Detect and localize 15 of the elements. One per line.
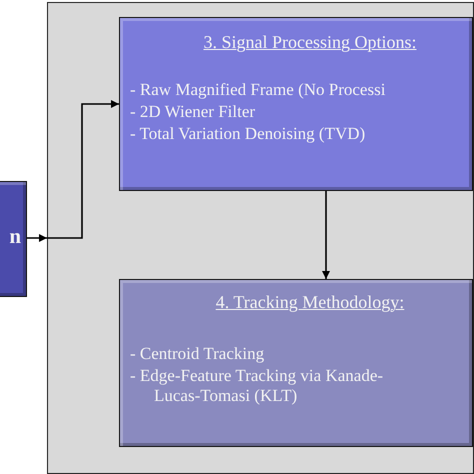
group-panel [47, 2, 474, 474]
list-item: - 2D Wiener Filter [130, 102, 256, 122]
process-box [119, 279, 473, 447]
list-item: - Edge-Feature Tracking via Kanade-Lucas-Tomasi (KLT) [130, 366, 384, 406]
process-box [119, 17, 473, 191]
box-heading: 3. Signal Processing Options: [202, 32, 418, 52]
box-label: n [8, 226, 21, 246]
arrow [47, 100, 119, 239]
arrow [27, 234, 47, 242]
arrow [322, 191, 330, 279]
list-item: - Raw Magnified Frame (No Processi [130, 80, 386, 100]
process-box [0, 181, 27, 297]
list-item: - Centroid Tracking [130, 344, 266, 364]
list-item: - Total Variation Denoising (TVD) [130, 124, 366, 144]
box-heading: 4. Tracking Methodology: [214, 292, 406, 312]
